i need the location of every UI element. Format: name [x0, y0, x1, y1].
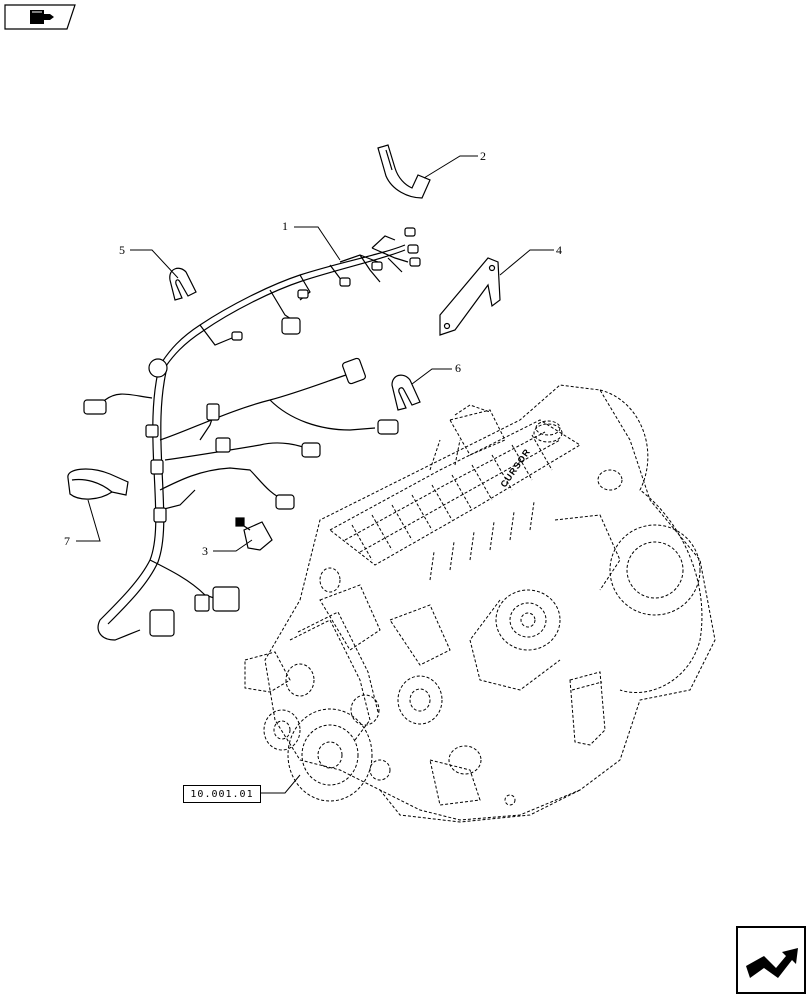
callout-4: 4: [556, 243, 562, 257]
callout-5: 5: [119, 243, 125, 257]
part-4-bracket: [439, 257, 501, 336]
part-3-sensor: [235, 517, 273, 551]
callout-6: 6: [455, 361, 461, 375]
part-7-cable-tie: [67, 468, 129, 500]
callout-3: 3: [202, 544, 208, 558]
reference-link-box[interactable]: 10.001.01: [183, 785, 261, 803]
book-arrow-icon: [4, 4, 76, 30]
wiring-harness: [94, 235, 409, 641]
engine-marking: CURSOR: [498, 447, 532, 490]
part-2-clamp: [377, 144, 431, 199]
callout-2: 2: [480, 149, 486, 163]
harness-connectors: [83, 227, 421, 637]
next-page-arrow-icon[interactable]: [736, 926, 806, 994]
part-6-clip: [391, 374, 421, 411]
leader-lines: [76, 155, 554, 794]
callout-7: 7: [64, 534, 70, 548]
callout-1: 1: [282, 219, 288, 233]
engine-assembly: [244, 384, 716, 823]
